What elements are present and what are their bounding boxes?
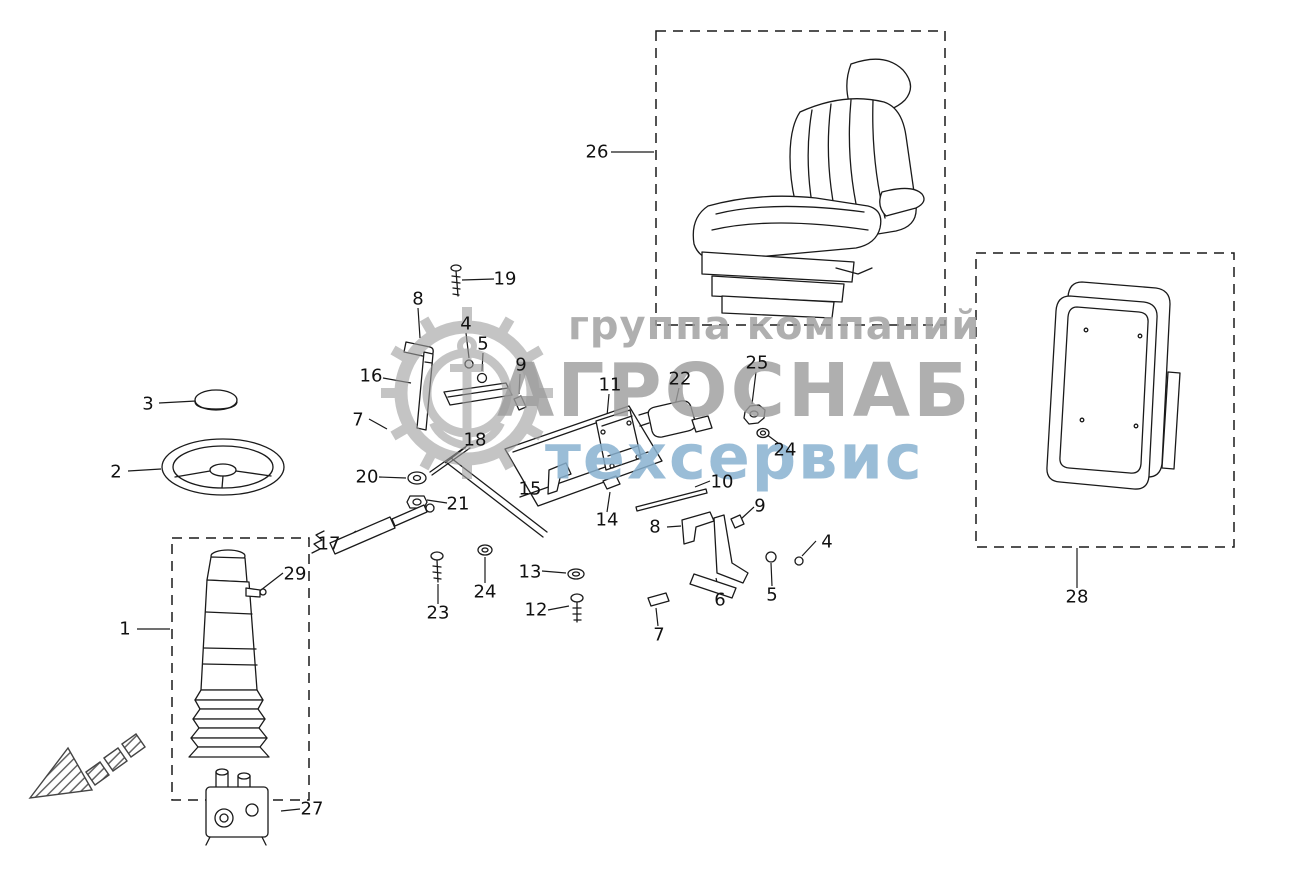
- part-label-8a: 8: [412, 288, 424, 310]
- part-label-4a: 4: [460, 313, 472, 335]
- part-label-7b: 7: [653, 624, 665, 646]
- horn-cap-illustration: [194, 389, 238, 411]
- part-label-9a: 9: [515, 354, 527, 376]
- steering-wheel-illustration: [161, 438, 285, 496]
- part-label-14: 14: [595, 509, 619, 531]
- part-label-20: 20: [355, 466, 379, 488]
- part-label-17: 17: [317, 533, 341, 555]
- part-label-21: 21: [446, 493, 470, 515]
- part-label-2: 2: [110, 461, 122, 483]
- part-label-15: 15: [518, 478, 542, 500]
- part-label-24a: 24: [773, 439, 797, 461]
- seat-option-box: [655, 30, 946, 326]
- part-label-18: 18: [463, 429, 487, 451]
- linkage-assembly-illustration: [311, 264, 804, 623]
- part-label-9b: 9: [754, 495, 766, 517]
- seat-illustration: [692, 58, 925, 319]
- part-label-5b: 5: [766, 584, 778, 606]
- part-label-27: 27: [300, 798, 324, 820]
- part-label-8b: 8: [649, 516, 661, 538]
- part-label-4b: 4: [821, 531, 833, 553]
- direction-arrow-icon: [28, 733, 146, 799]
- part-label-19: 19: [493, 268, 517, 290]
- part-label-5a: 5: [477, 333, 489, 355]
- part-label-25: 25: [745, 352, 769, 374]
- part-label-13: 13: [518, 561, 542, 583]
- part-label-3: 3: [142, 393, 154, 415]
- valve-illustration: [205, 768, 269, 846]
- part-label-23: 23: [426, 602, 450, 624]
- panel-illustration: [1046, 281, 1181, 490]
- part-label-24b: 24: [473, 581, 497, 603]
- part-label-22: 22: [668, 368, 692, 390]
- control-column-illustration: [188, 549, 270, 758]
- part-label-7a: 7: [352, 409, 364, 431]
- grease-nipple: [245, 587, 261, 598]
- panel-option-box: [975, 252, 1235, 548]
- part-label-26: 26: [585, 141, 609, 163]
- part-label-10: 10: [710, 471, 734, 493]
- part-label-6: 6: [714, 589, 726, 611]
- part-label-11: 11: [598, 374, 622, 396]
- part-label-16: 16: [359, 365, 383, 387]
- part-label-12: 12: [524, 599, 548, 621]
- part-label-29: 29: [283, 563, 307, 585]
- part-label-28: 28: [1065, 586, 1089, 608]
- part-label-1: 1: [119, 618, 131, 640]
